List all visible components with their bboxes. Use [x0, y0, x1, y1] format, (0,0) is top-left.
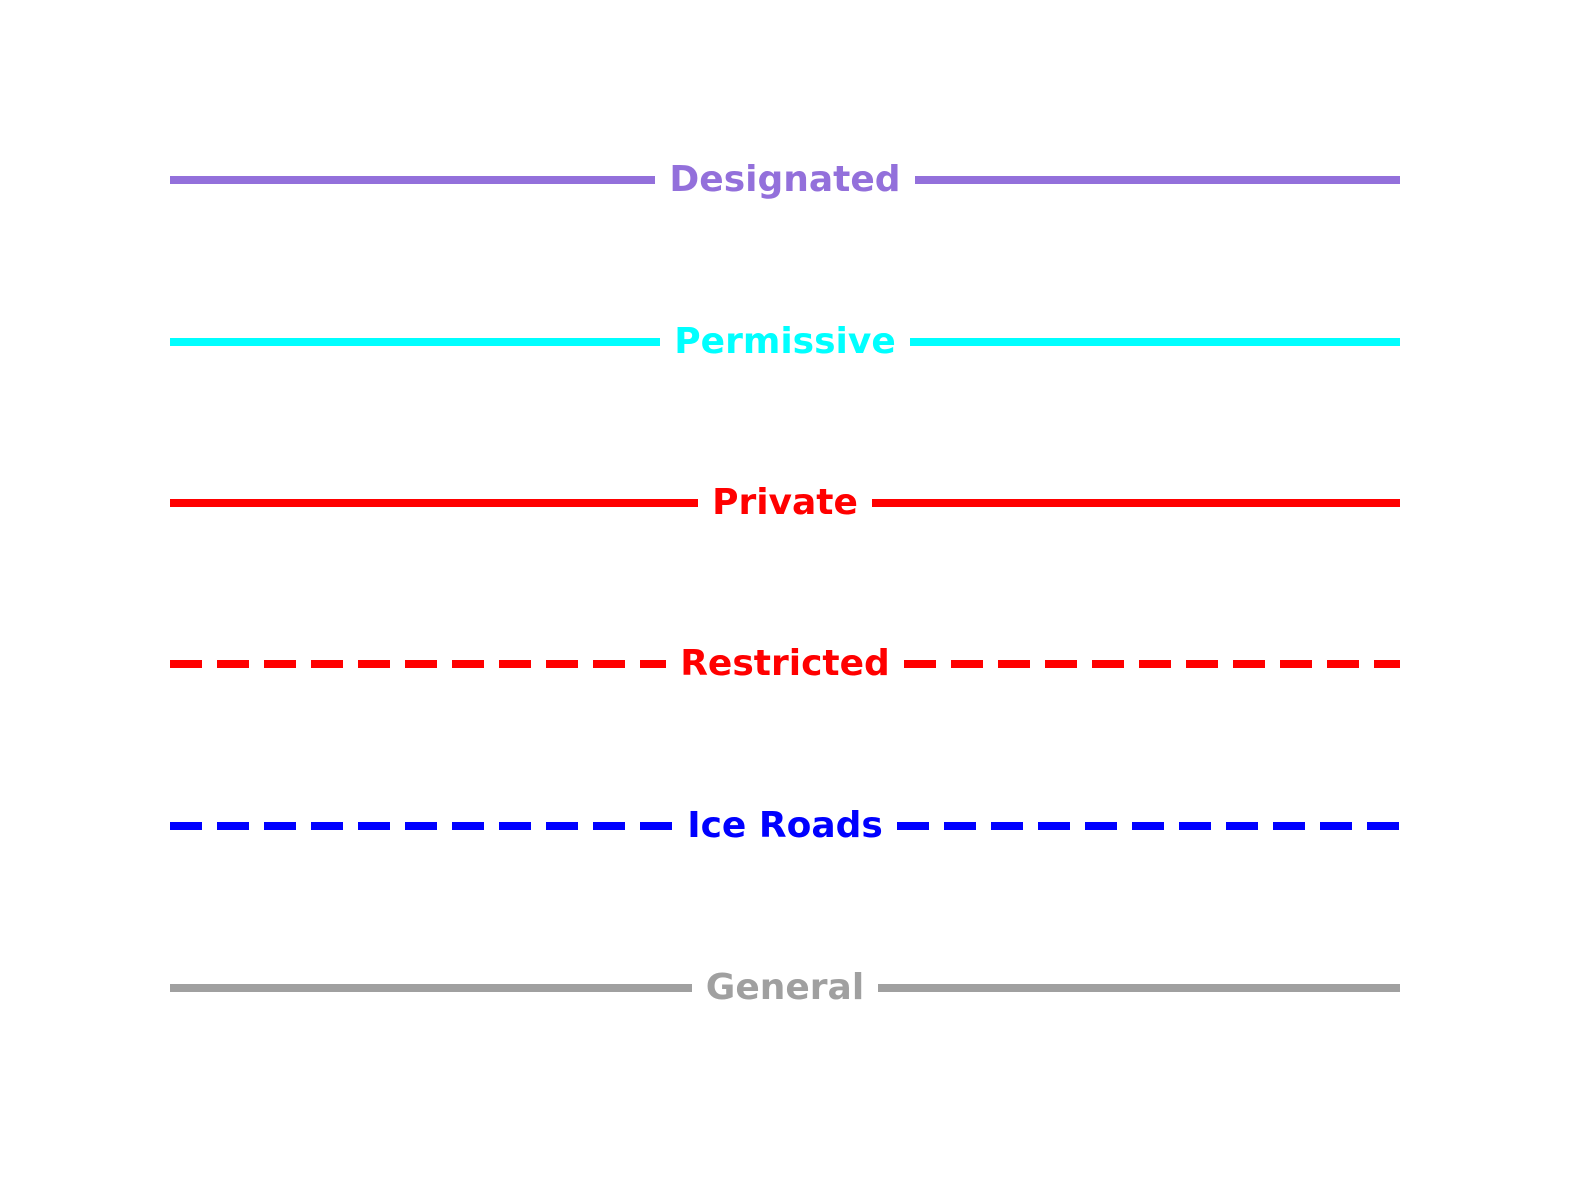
legend-row-restricted[interactable]: Restricted: [170, 634, 1401, 694]
legend-row-designated[interactable]: Designated: [170, 150, 1400, 210]
legend-line-sample-right-permissive: [909, 338, 1401, 346]
legend-row-general[interactable]: General: [170, 958, 1400, 1018]
legend-line-sample-right-general: [878, 984, 1400, 992]
legend-line-sample-left-ice-roads: [170, 822, 674, 830]
legend-label-designated: Designated: [669, 159, 901, 200]
legend-label-permissive: Permissive: [674, 321, 896, 362]
legend-line-sample-right-designated: [914, 176, 1400, 184]
legend-line-sample-left-general: [170, 984, 692, 992]
legend-label-ice-roads: Ice Roads: [687, 805, 883, 846]
legend-line-sample-right-private: [871, 499, 1400, 507]
legend-label-private: Private: [712, 482, 858, 523]
legend-line-sample-left-private: [170, 499, 699, 507]
legend-label-restricted: Restricted: [680, 643, 890, 684]
legend-line-sample-right-restricted: [903, 660, 1401, 668]
legend-label-general: General: [705, 967, 865, 1008]
legend-row-permissive[interactable]: Permissive: [170, 312, 1401, 372]
legend-row-private[interactable]: Private: [170, 473, 1400, 533]
legend-line-sample-left-permissive: [170, 338, 661, 346]
legend-line-sample-right-ice-roads: [896, 822, 1401, 830]
legend-row-ice-roads[interactable]: Ice Roads: [170, 796, 1401, 856]
legend-line-sample-left-restricted: [170, 660, 667, 668]
legend-line-sample-left-designated: [170, 176, 656, 184]
